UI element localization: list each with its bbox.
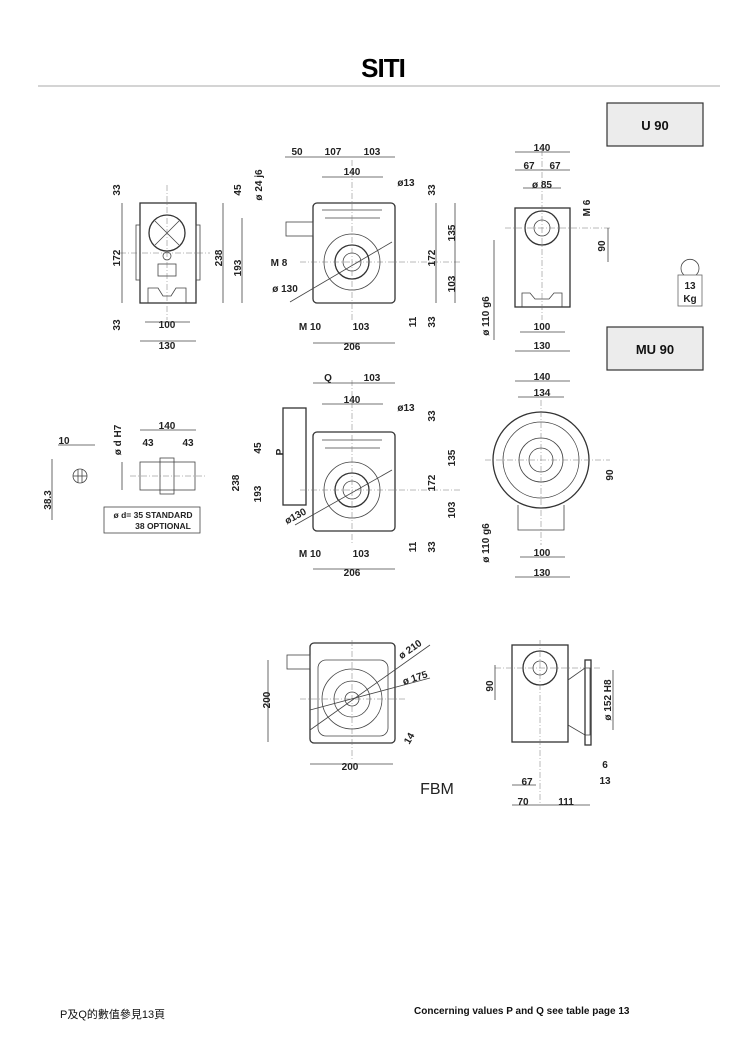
dimension-label: M 6 bbox=[582, 199, 593, 216]
weight-icon: 13 Kg bbox=[677, 258, 703, 307]
dimension-label: 200 bbox=[262, 691, 273, 708]
dimension-label: P bbox=[275, 448, 286, 455]
dimension-label: 10 bbox=[58, 436, 70, 447]
dimension-label: M 10 bbox=[299, 549, 322, 560]
dimension-label: ø 175 bbox=[401, 669, 429, 687]
dimension-label: 140 bbox=[344, 167, 361, 178]
dimension-label: 33 bbox=[427, 316, 438, 328]
dimension-label: 130 bbox=[159, 341, 176, 352]
dimension-label: 103 bbox=[353, 322, 370, 333]
dimension-label: ø d H7 bbox=[113, 424, 124, 455]
dimension-label: 90 bbox=[485, 680, 496, 692]
dimension-label: 90 bbox=[605, 469, 616, 481]
dimension-label: 11 bbox=[408, 541, 419, 552]
dimension-label: 43 bbox=[182, 438, 194, 449]
dimension-label: 45 bbox=[253, 442, 264, 454]
shaft-note-optional: 38 OPTIONAL bbox=[135, 521, 191, 531]
dimension-label: ø13 bbox=[397, 178, 415, 189]
dimension-label: ø13 bbox=[397, 403, 415, 414]
dimension-label: 135 bbox=[447, 224, 458, 241]
dimension-label: 45 bbox=[233, 184, 244, 196]
model-box-u90: U 90 bbox=[606, 102, 704, 147]
dimension-label: 107 bbox=[325, 147, 342, 158]
dimension-label: 13 bbox=[599, 776, 611, 787]
dimension-label: 103 bbox=[364, 147, 381, 158]
hollow-shaft-detail: 10 38.3 ø d H7 140 43 43 ø d= 35 STANDAR… bbox=[43, 421, 205, 534]
dimension-label: 103 bbox=[447, 501, 458, 518]
footer-note-chinese: P及Q的數值參見13頁 bbox=[60, 1009, 166, 1021]
dimension-label: 206 bbox=[344, 342, 361, 353]
dimension-label: 238 bbox=[231, 474, 242, 491]
dimension-label: 140 bbox=[159, 421, 176, 432]
dimension-label: 140 bbox=[534, 143, 551, 154]
dimension-label: ø130 bbox=[283, 506, 309, 527]
view-a-side: 33 172 33 100 130 bbox=[112, 184, 210, 352]
dimension-label: 140 bbox=[344, 395, 361, 406]
dimension-label: 130 bbox=[534, 568, 551, 579]
dimension-label: 67 bbox=[521, 777, 533, 788]
dimension-label: 172 bbox=[427, 249, 438, 266]
dimension-label: 100 bbox=[534, 322, 551, 333]
dimension-label: 90 bbox=[597, 240, 608, 252]
dimension-label: 70 bbox=[517, 797, 529, 808]
dimension-label: ø 110 g6 bbox=[481, 296, 492, 336]
dimension-label: 100 bbox=[159, 320, 176, 331]
dimension-label: MU 90 bbox=[636, 342, 674, 357]
dimension-label: 100 bbox=[534, 548, 551, 559]
dimension-label: 13 bbox=[684, 281, 696, 292]
dimension-label: ø 130 bbox=[272, 284, 298, 295]
dimension-label: 172 bbox=[427, 474, 438, 491]
dimension-label: 134 bbox=[534, 388, 551, 399]
dimension-label: 14 bbox=[402, 731, 417, 747]
dimension-label: 206 bbox=[344, 568, 361, 579]
dimension-label: U 90 bbox=[641, 118, 668, 133]
dimension-label: 33 bbox=[427, 410, 438, 422]
dimension-label: 238 bbox=[214, 249, 225, 266]
dimension-label: ø 152 H8 bbox=[603, 679, 614, 721]
dimension-label: Q bbox=[324, 373, 332, 384]
dimension-label: 67 bbox=[523, 161, 535, 172]
dimension-label: 6 bbox=[602, 760, 608, 771]
dimension-label: ø 110 g6 bbox=[481, 523, 492, 563]
shaft-note-standard: ø d= 35 STANDARD bbox=[114, 510, 193, 520]
siti-logo: SITI bbox=[361, 53, 405, 83]
dimension-label: 140 bbox=[534, 372, 551, 383]
dimension-label: 193 bbox=[233, 259, 244, 276]
dimension-label: ø 85 bbox=[532, 180, 552, 191]
dimension-label: 103 bbox=[447, 275, 458, 292]
dimension-label: 38.3 bbox=[43, 490, 54, 510]
view-f-fbm-front: 200 ø 210 ø 175 14 200 FBM bbox=[262, 638, 454, 798]
dimension-label: 50 bbox=[291, 147, 303, 158]
dimension-label: 33 bbox=[112, 319, 123, 331]
dimension-label: 67 bbox=[549, 161, 561, 172]
fbm-label: FBM bbox=[420, 781, 454, 798]
view-g-fbm-side: 90 ø 152 H8 6 13 67 70 111 bbox=[485, 640, 614, 808]
dimension-label: 103 bbox=[364, 373, 381, 384]
dimension-label: M 8 bbox=[271, 258, 288, 269]
view-d-front-flange: Q 103 140 ø13 33 45 P 238 193 172 135 10… bbox=[231, 373, 460, 579]
dimension-label: 33 bbox=[427, 541, 438, 553]
dimension-label: 130 bbox=[534, 341, 551, 352]
dimension-label: 111 bbox=[558, 797, 574, 808]
dimension-label: Kg bbox=[683, 294, 696, 305]
dimension-label: 11 bbox=[408, 316, 419, 327]
dimension-label: M 10 bbox=[299, 322, 322, 333]
model-box-mu90: MU 90 bbox=[606, 326, 704, 371]
view-c-side: 140 67 67 ø 85 M 6 90 ø 110 g6 100 130 bbox=[481, 143, 610, 352]
view-b-front: 50 107 103 140 ø13 45 ø 24 j6 33 238 193… bbox=[214, 147, 460, 353]
footer-note-english: Concerning values P and Q see table page… bbox=[414, 1006, 630, 1017]
view-e-flange-side: 140 134 90 ø 110 g6 100 130 bbox=[481, 372, 616, 579]
dimension-label: ø 24 j6 bbox=[254, 169, 265, 201]
dimension-label: 172 bbox=[112, 249, 123, 266]
dimension-label: 33 bbox=[112, 184, 123, 196]
dimension-label: 193 bbox=[253, 485, 264, 502]
dimension-label: 33 bbox=[427, 184, 438, 196]
dimension-label: 103 bbox=[353, 549, 370, 560]
dimension-label: 135 bbox=[447, 449, 458, 466]
dimension-label: 200 bbox=[342, 762, 359, 773]
dimension-label: 43 bbox=[142, 438, 154, 449]
